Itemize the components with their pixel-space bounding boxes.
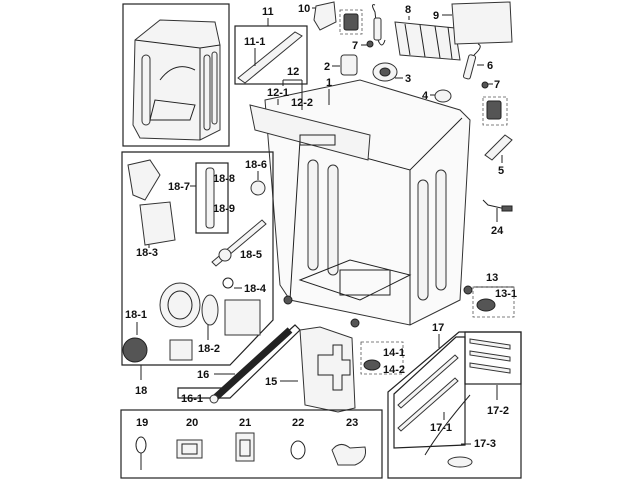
label-17-2: 17-2 — [487, 405, 509, 417]
label-18-8: 18-8 — [213, 173, 235, 185]
label-10: 10 — [298, 3, 310, 15]
label-21: 21 — [239, 417, 251, 429]
label-3: 3 — [405, 73, 411, 85]
part-7-right-group: 7 — [481, 79, 508, 126]
label-18-7: 18-7 — [168, 181, 190, 193]
label-14-1: 14-1 — [383, 347, 405, 359]
label-4: 4 — [422, 90, 429, 102]
label-12-1: 12-1 — [267, 87, 289, 99]
label-2: 2 — [324, 61, 330, 73]
label-8: 8 — [405, 4, 411, 16]
label-6: 6 — [487, 60, 493, 72]
label-15: 15 — [265, 376, 277, 388]
label-16-1: 16-1 — [181, 393, 203, 405]
part-14-group: 14-1 14-2 — [360, 341, 405, 376]
part-4-group: 4 — [422, 89, 452, 103]
label-18-4: 18-4 — [244, 283, 267, 295]
part-13-group: 13 13-1 — [472, 272, 517, 318]
label-5: 5 — [498, 165, 504, 177]
part-24-group: 24 — [482, 199, 513, 237]
part-10-group: 10 — [298, 1, 337, 31]
spring-top — [372, 4, 386, 46]
label-19: 19 — [136, 417, 148, 429]
label-18: 18 — [135, 385, 147, 397]
part-3-group: 3 — [372, 62, 411, 85]
label-12: 12 — [287, 66, 299, 78]
clips-group: 19 20 21 22 23 — [120, 409, 383, 479]
label-12-2: 12-2 — [291, 97, 313, 109]
part-11-group: 11 11-1 — [234, 6, 308, 85]
label-17-3: 17-3 — [474, 438, 496, 450]
part-6-group: 6 — [462, 43, 493, 80]
label-23: 23 — [346, 417, 358, 429]
label-13-1: 13-1 — [495, 288, 517, 300]
label-7-right: 7 — [494, 79, 500, 91]
part-15-group: 15 — [265, 326, 356, 413]
label-18-3: 18-3 — [136, 247, 158, 259]
label-18-1: 18-1 — [125, 309, 147, 321]
part-9-group: 9 — [433, 1, 513, 45]
label-20: 20 — [186, 417, 198, 429]
label-24: 24 — [491, 225, 504, 237]
label-7-top: 7 — [352, 40, 358, 52]
part-12-group: 12 12-1 12-2 — [249, 66, 371, 161]
label-9: 9 — [433, 10, 439, 22]
part-5-group: 5 — [484, 134, 513, 177]
part-1-group: 1 — [326, 77, 332, 105]
part-valve-group: 7 — [339, 9, 374, 52]
label-18-5: 18-5 — [240, 249, 262, 261]
part-17-group: 17 17-1 17-2 17-3 — [387, 322, 522, 479]
label-13: 13 — [486, 272, 498, 284]
part-18-group: 18-7 18-8 18-9 18-6 18-5 18-3 18-4 18-1 … — [121, 151, 274, 397]
label-18-2: 18-2 — [198, 343, 220, 355]
label-14-2: 14-2 — [383, 364, 405, 376]
label-18-9: 18-9 — [213, 203, 235, 215]
label-22: 22 — [292, 417, 304, 429]
label-17-1: 17-1 — [430, 422, 452, 434]
part-2-group: 2 — [324, 54, 358, 76]
assembled-washer-thumbnail — [122, 3, 230, 147]
label-16: 16 — [197, 369, 209, 381]
label-1: 1 — [326, 77, 332, 89]
label-11: 11 — [262, 6, 274, 18]
label-18-6: 18-6 — [245, 159, 267, 171]
label-17: 17 — [432, 322, 444, 334]
part-8-group: 8 — [394, 4, 461, 61]
label-11-1: 11-1 — [244, 36, 265, 48]
